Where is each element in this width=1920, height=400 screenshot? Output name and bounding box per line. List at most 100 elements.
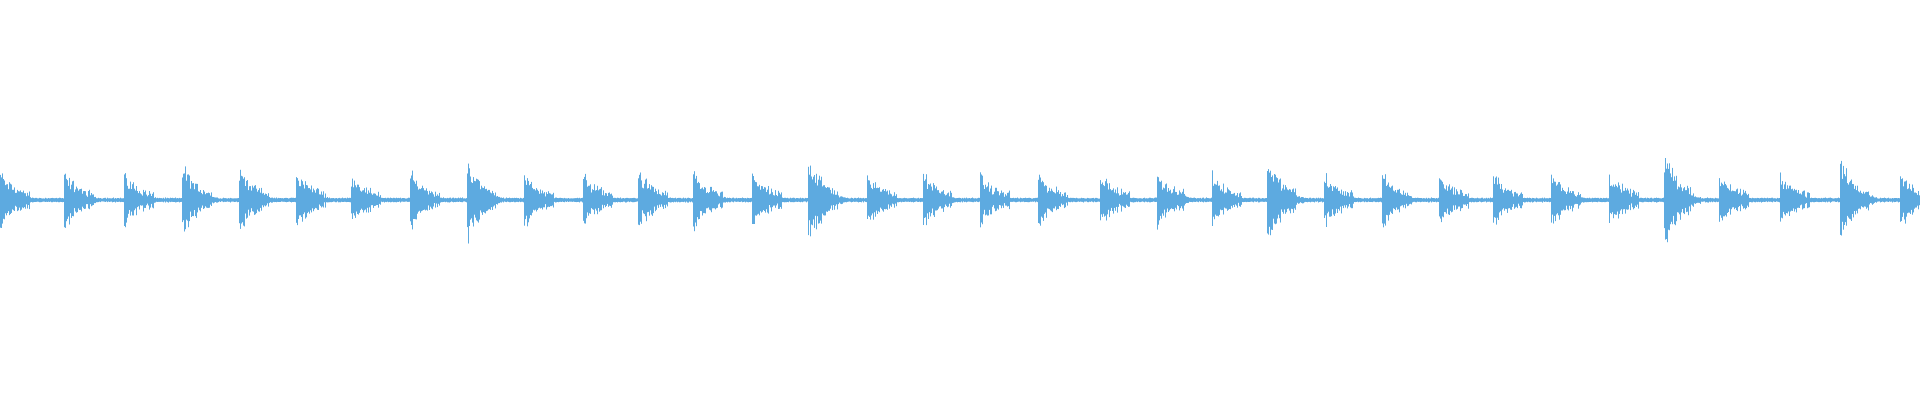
waveform-bar: [1324, 181, 1325, 218]
waveform-bar: [1085, 198, 1086, 202]
waveform-bar: [1349, 196, 1350, 204]
waveform-bar: [1544, 197, 1545, 202]
waveform-bar: [1457, 191, 1458, 209]
waveform-bar: [1234, 192, 1235, 207]
waveform-bar: [778, 190, 779, 209]
waveform-bar: [20, 190, 21, 211]
waveform-bar: [1795, 190, 1796, 210]
waveform-bar: [1447, 190, 1448, 209]
waveform-bar: [417, 186, 418, 214]
waveform-bar: [1664, 172, 1665, 229]
waveform-bar: [1044, 186, 1045, 214]
waveform-bar: [865, 198, 866, 202]
waveform-bar: [1061, 196, 1062, 204]
waveform-bar: [154, 197, 155, 203]
waveform-bar: [1576, 196, 1577, 204]
waveform-bar: [1813, 198, 1814, 203]
waveform-bar: [1814, 197, 1815, 203]
waveform-bar: [251, 190, 252, 209]
waveform-bar: [1702, 198, 1703, 202]
waveform-bar: [123, 198, 124, 203]
waveform-bar: [767, 189, 768, 213]
waveform-bar: [1463, 196, 1464, 205]
waveform-bar: [1029, 197, 1030, 203]
waveform-bar: [255, 185, 256, 215]
waveform-bar: [793, 197, 794, 203]
waveform-bar: [1835, 198, 1836, 202]
waveform-bar: [468, 163, 469, 244]
waveform-bar: [1891, 198, 1892, 202]
waveform-bar: [1407, 192, 1408, 207]
waveform-bar: [1583, 197, 1584, 203]
waveform-bar: [776, 195, 777, 206]
waveform-bar: [541, 193, 542, 208]
waveform-bar: [1466, 194, 1467, 206]
waveform-bar: [596, 190, 597, 211]
waveform-bar: [1219, 185, 1220, 215]
waveform-bar: [875, 182, 876, 217]
waveform-bar: [396, 197, 397, 203]
waveform-bar: [62, 198, 63, 203]
waveform-bar: [1014, 198, 1015, 202]
waveform-bar: [1394, 191, 1395, 209]
waveform-bar: [691, 198, 692, 202]
waveform-bar: [859, 198, 860, 202]
waveform-bar: [343, 198, 344, 202]
waveform-bar: [1564, 191, 1565, 211]
waveform-bar: [75, 189, 76, 212]
waveform-bar: [448, 198, 449, 203]
waveform-bar: [398, 197, 399, 202]
waveform-bar: [1213, 185, 1214, 217]
waveform-bar: [1736, 189, 1737, 210]
waveform-bar: [1763, 198, 1764, 202]
waveform-bar: [1641, 197, 1642, 203]
waveform-bar: [1422, 198, 1423, 202]
waveform-bar: [953, 197, 954, 203]
waveform-bar: [1430, 198, 1431, 202]
waveform-bar: [466, 198, 467, 203]
waveform-bar: [813, 176, 814, 220]
waveform-bar: [434, 196, 435, 203]
waveform-bar: [414, 181, 415, 219]
waveform-bar: [215, 197, 216, 202]
waveform-bar: [1506, 190, 1507, 210]
waveform-bar: [148, 195, 149, 206]
waveform-bar: [24, 193, 25, 208]
waveform-bar: [685, 197, 686, 203]
waveform-bar: [74, 192, 75, 209]
waveform-bar: [115, 198, 116, 203]
waveform-bar: [449, 197, 450, 203]
waveform-bar: [1328, 187, 1329, 212]
waveform-bar: [387, 197, 388, 202]
waveform-bar: [1596, 198, 1597, 202]
waveform-bar: [1228, 189, 1229, 210]
waveform-bar: [86, 195, 87, 205]
waveform-bar: [1412, 197, 1413, 203]
waveform-bar: [1733, 190, 1734, 208]
waveform-bar: [949, 196, 950, 204]
waveform-bar: [882, 189, 883, 211]
waveform-bar: [305, 181, 306, 219]
waveform-bar: [9, 182, 10, 216]
waveform-bar: [1243, 198, 1244, 203]
waveform-bar: [600, 188, 601, 211]
waveform-bar: [1003, 192, 1004, 208]
waveform-bar: [308, 188, 309, 212]
waveform-bar: [274, 197, 275, 203]
waveform-bar: [1669, 163, 1670, 231]
waveform-bar: [117, 198, 118, 202]
waveform-bar: [272, 197, 273, 203]
waveform-bar: [1599, 198, 1600, 202]
waveform-bar: [1134, 197, 1135, 203]
waveform-bar: [1630, 188, 1631, 211]
waveform-bar: [1390, 187, 1391, 212]
waveform-bar: [711, 186, 712, 213]
waveform-bar: [1472, 197, 1473, 202]
waveform-bar: [1633, 189, 1634, 210]
waveform-bar: [946, 194, 947, 206]
waveform-bar: [459, 198, 460, 202]
waveform-bar: [670, 197, 671, 203]
waveform-bar: [1109, 183, 1110, 218]
waveform-bar: [470, 176, 471, 220]
waveform-bar: [649, 184, 650, 216]
